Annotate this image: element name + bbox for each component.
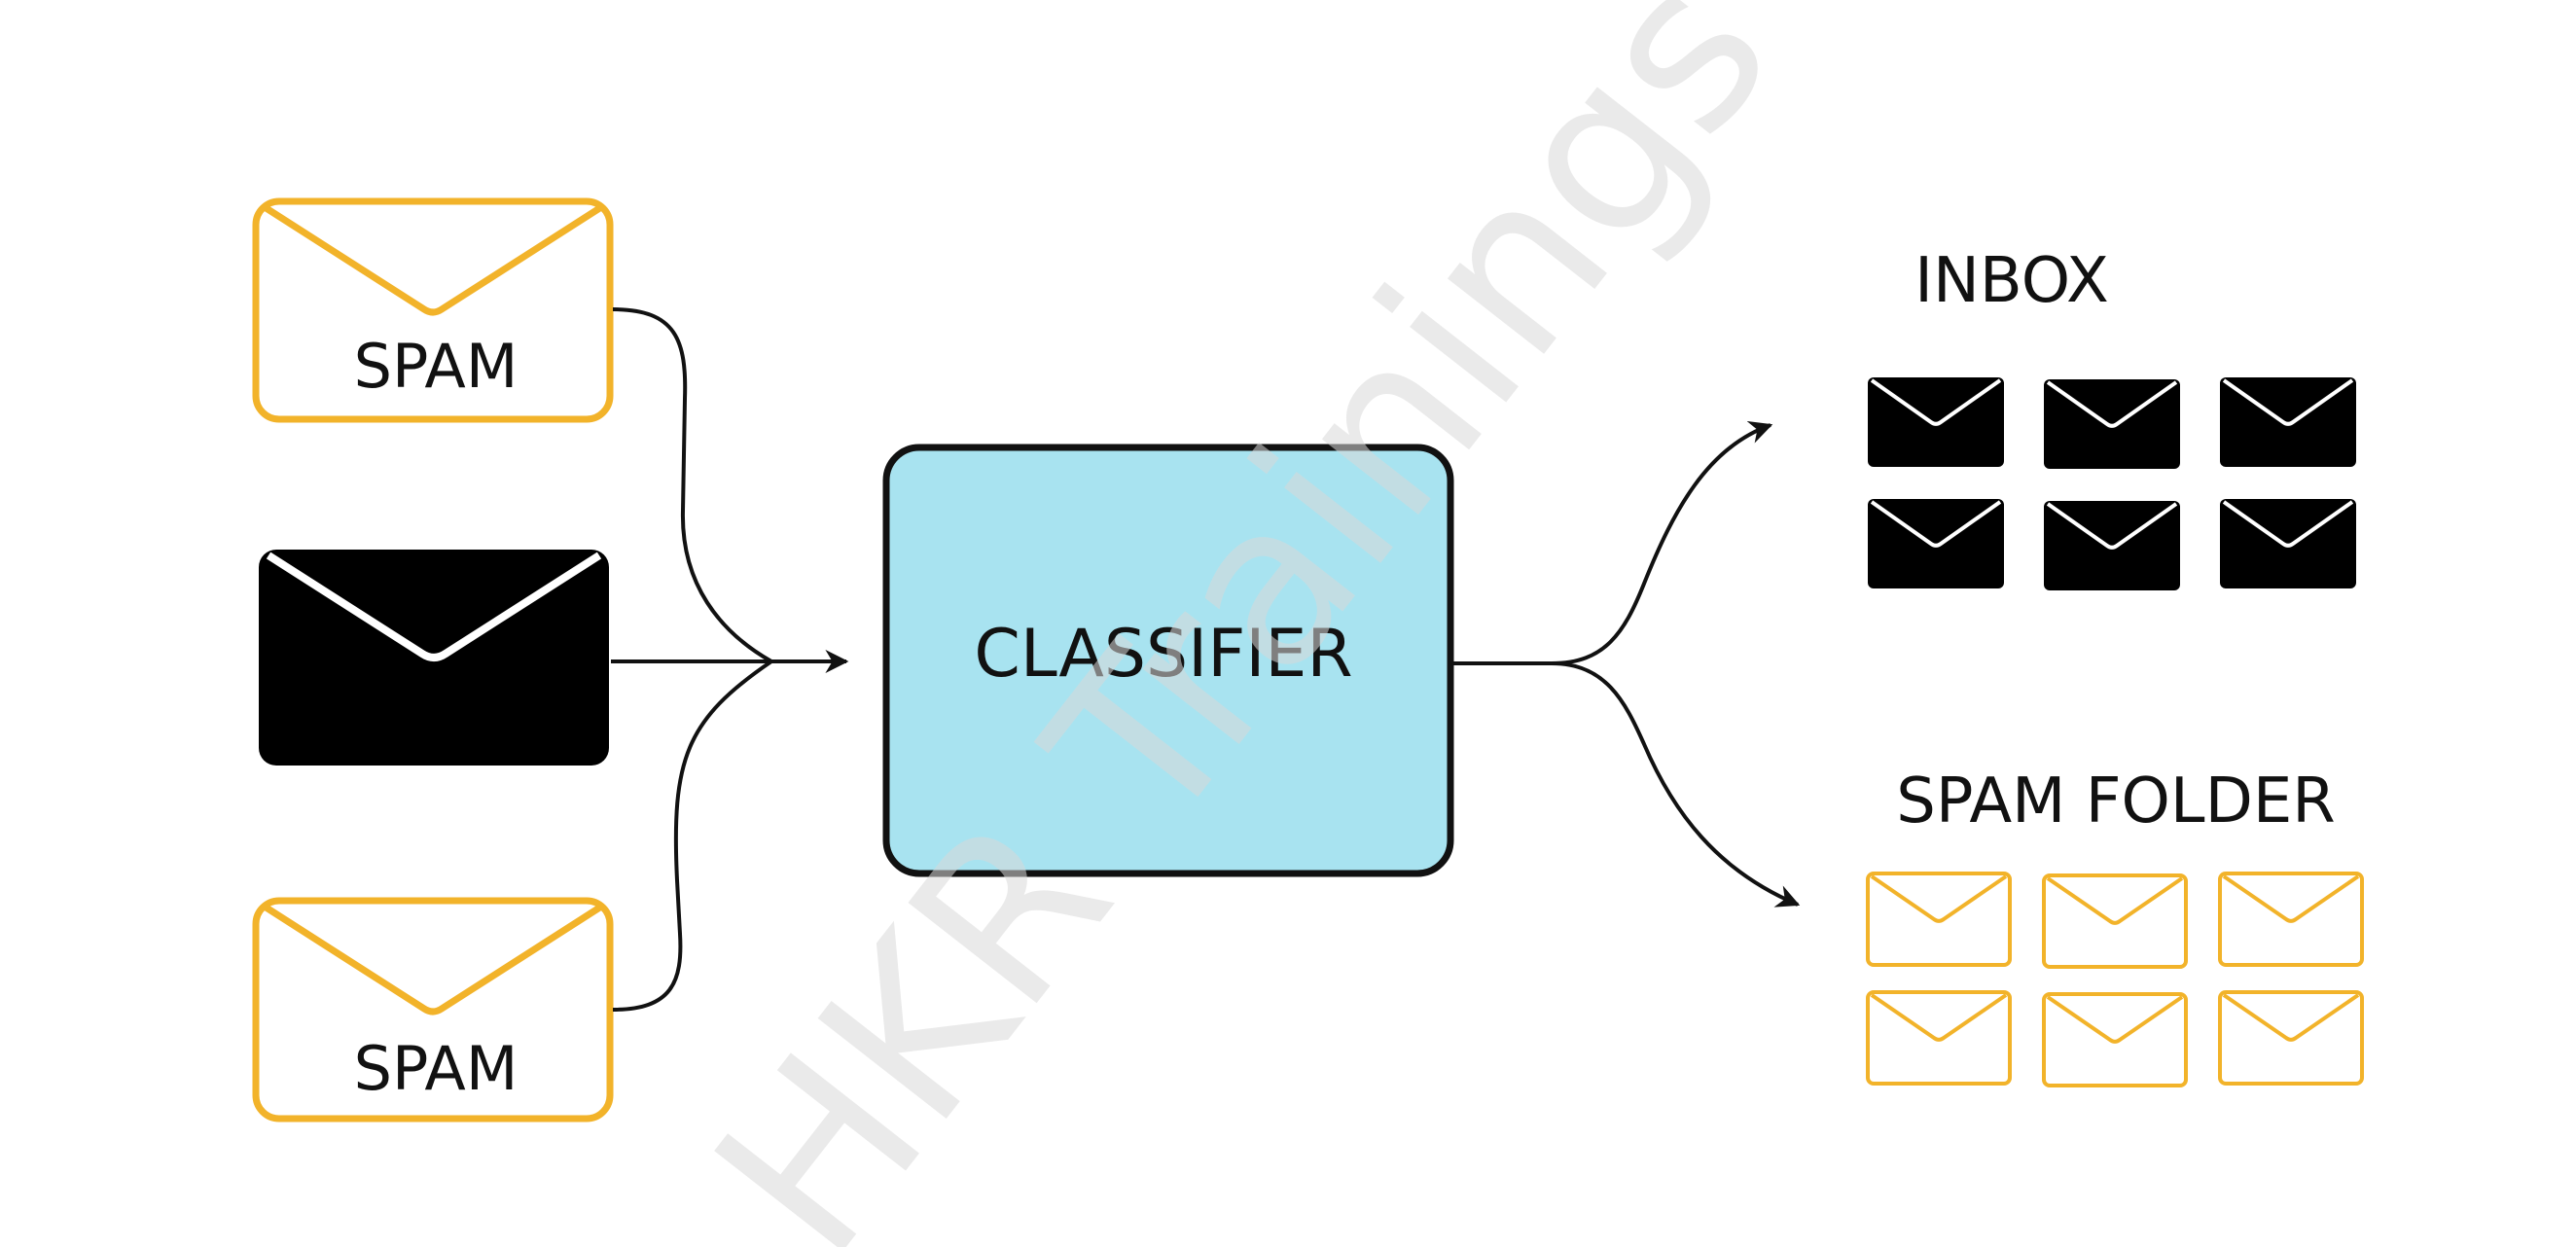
inbox-envelope-4-icon <box>1868 499 2004 588</box>
envelope-top-flap <box>263 204 603 316</box>
spam-folder-envelope-3-icon <box>2218 872 2364 967</box>
input-connectors <box>611 307 849 1012</box>
spam-folder-envelope-5-icon-flap <box>2046 995 2184 1044</box>
inbox-envelope-5-icon <box>2044 501 2180 590</box>
spam-folder-envelope-6-icon-flap <box>2222 993 2360 1042</box>
connector-top <box>612 307 772 663</box>
connector-bottom <box>612 659 773 1012</box>
inbox-envelope-1-icon-flap <box>1870 378 2002 426</box>
spam-envelope-bottom: SPAM <box>252 897 614 1122</box>
inbox-envelope-4-icon-flap <box>1870 500 2002 548</box>
inbox-envelope-6-icon-flap <box>2222 500 2354 548</box>
spam-folder-envelope-4-icon <box>1866 990 2012 1086</box>
inbox-envelope-2-icon-flap <box>2046 380 2178 428</box>
ham-envelope-middle <box>259 550 609 766</box>
classifier-label: CLASSIFIER <box>974 616 1352 693</box>
envelope-bottom-flap <box>263 904 603 1015</box>
inbox-envelope-grid <box>1868 377 2356 590</box>
envelope-middle-flap <box>266 552 602 661</box>
spam-label-bottom: SPAM <box>354 1033 519 1104</box>
classifier-box: CLASSIFIER <box>882 444 1454 877</box>
watermark-text: HKR Trainings <box>666 0 1820 1247</box>
spam-folder-label: SPAM FOLDER <box>1896 766 2336 837</box>
spam-folder-envelope-4-icon-flap <box>1870 993 2008 1042</box>
connector-to-spam <box>1551 661 1801 908</box>
inbox-envelope-3-icon <box>2220 377 2356 467</box>
inbox-envelope-5-icon-flap <box>2046 502 2178 550</box>
spam-folder-envelope-6-icon <box>2218 990 2364 1086</box>
spam-envelope-top: SPAM <box>252 197 614 423</box>
inbox-envelope-3-icon-flap <box>2222 378 2354 426</box>
spam-label-top: SPAM <box>354 331 519 402</box>
spam-folder-envelope-5-icon <box>2042 992 2188 1087</box>
spam-folder-envelope-2-icon <box>2042 873 2188 969</box>
spam-folder-envelope-1-icon-flap <box>1870 874 2008 923</box>
spam-folder-envelope-3-icon-flap <box>2222 874 2360 923</box>
classifier-rect <box>882 444 1454 877</box>
connector-to-inbox <box>1551 420 1773 665</box>
inbox-envelope-2-icon <box>2044 379 2180 469</box>
inbox-envelope-1-icon <box>1868 377 2004 467</box>
output-connectors <box>1453 420 1801 908</box>
spam-folder-envelope-1-icon <box>1866 872 2012 967</box>
inbox-label: INBOX <box>1914 245 2109 317</box>
spam-folder-envelope-grid <box>1866 872 2364 1087</box>
inbox-envelope-6-icon <box>2220 499 2356 588</box>
spam-folder-envelope-2-icon-flap <box>2046 876 2184 925</box>
